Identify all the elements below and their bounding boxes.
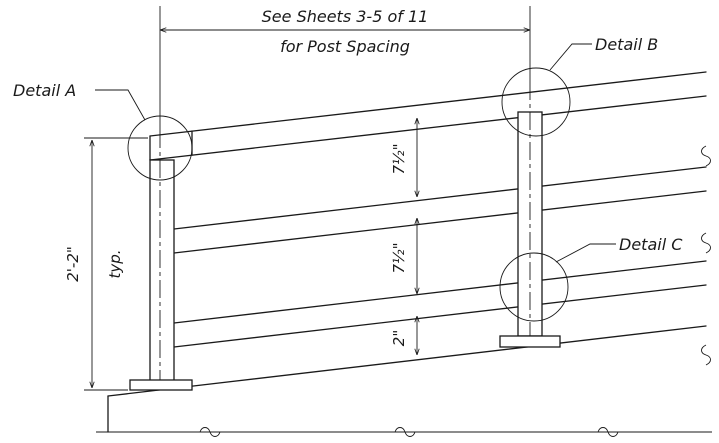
- post-height-dimension: 2'-2" typ.: [64, 137, 148, 391]
- deck-slab: [96, 325, 712, 437]
- post-height-label: 2'-2": [64, 246, 82, 282]
- detail-c-label: Detail C: [619, 235, 683, 254]
- rail-gap-upper-label: 7½": [390, 144, 408, 175]
- right-break-marks: [701, 145, 711, 366]
- rail-gap-dimensions: 7½" 7½" 2": [390, 118, 417, 355]
- spacing-note-line1: See Sheets 3-5 of 11: [262, 7, 429, 26]
- rail-gap-lower-label: 7½": [390, 243, 408, 274]
- detail-b-label: Detail B: [595, 35, 658, 54]
- detail-a-label: Detail A: [13, 81, 76, 100]
- detail-b-callout: Detail B: [501, 35, 658, 137]
- post-spacing-dimension: See Sheets 3-5 of 11 for Post Spacing: [159, 6, 531, 130]
- bottom-rail: [173, 260, 707, 348]
- middle-rail: [173, 166, 707, 254]
- bottom-clearance-label: 2": [390, 330, 408, 346]
- left-post: [129, 130, 193, 391]
- spacing-note-line2: for Post Spacing: [280, 37, 410, 56]
- right-post: [499, 82, 561, 348]
- detail-c-callout: Detail C: [499, 235, 683, 322]
- post-height-typ-label: typ.: [106, 249, 124, 278]
- detail-a-callout: Detail A: [13, 81, 193, 181]
- top-rail: [149, 71, 707, 161]
